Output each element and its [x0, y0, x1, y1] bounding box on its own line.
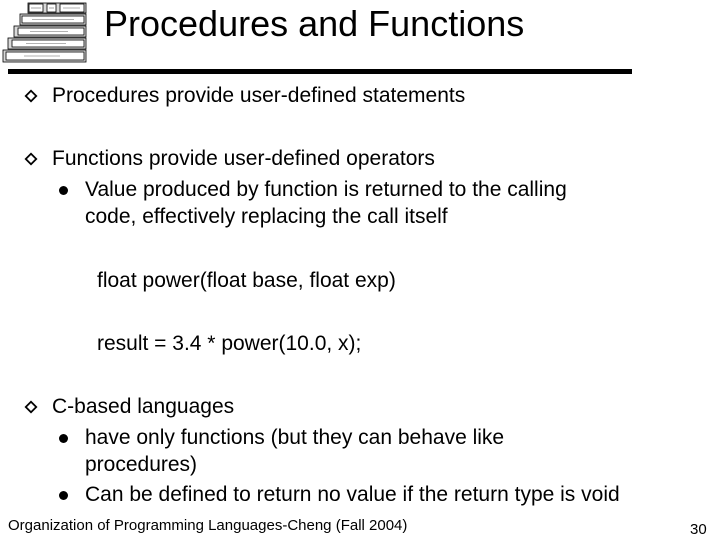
title-divider	[8, 69, 632, 74]
code-example: float power(float base, float exp)	[97, 269, 396, 292]
sub-bullet-text: have only functions (but they can behave…	[85, 426, 505, 449]
sub-bullet-text-continued: procedures)	[85, 453, 198, 476]
bullet-text: C-based languages	[52, 395, 235, 418]
sub-bullet-dot-icon	[59, 434, 68, 443]
page-number: 30	[690, 521, 707, 538]
diamond-bullet-icon	[24, 89, 38, 103]
layer-stack-logo-icon	[2, 2, 87, 63]
page-title: Procedures and Functions	[104, 3, 525, 44]
sub-bullet-text-continued: code, effectively replacing the call its…	[85, 205, 448, 228]
sub-bullet-text: Can be defined to return no value if the…	[85, 483, 620, 506]
bullet-text: Procedures provide user-defined statemen…	[52, 84, 466, 107]
sub-bullet-dot-icon	[59, 491, 68, 500]
code-example: result = 3.4 * power(10.0, x);	[97, 332, 362, 355]
diamond-bullet-icon	[24, 400, 38, 414]
footer-course-label: Organization of Programming Languages-Ch…	[8, 517, 408, 534]
diamond-bullet-icon	[24, 152, 38, 166]
sub-bullet-text: Value produced by function is returned t…	[85, 178, 567, 201]
bullet-text: Functions provide user-defined operators	[52, 147, 435, 170]
sub-bullet-dot-icon	[59, 186, 68, 195]
